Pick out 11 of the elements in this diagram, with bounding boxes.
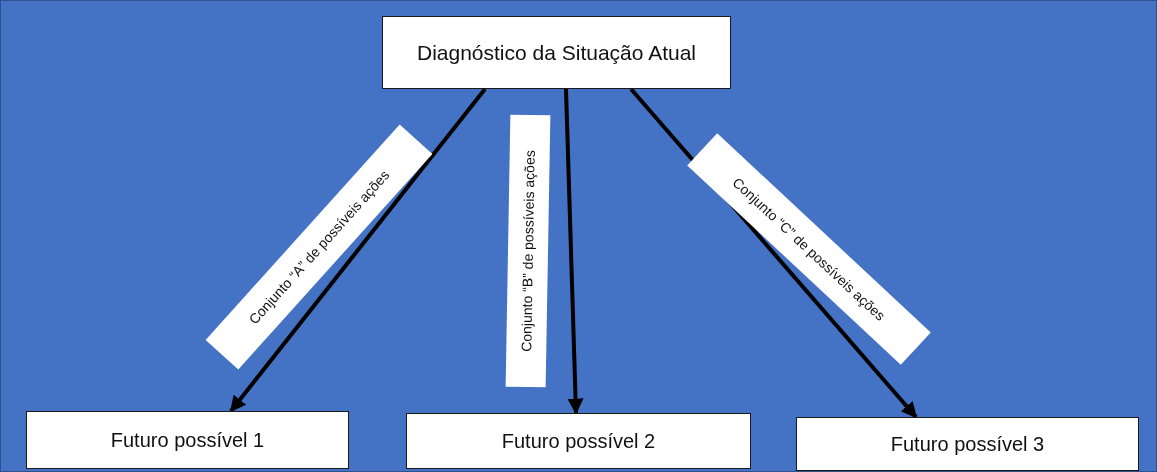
box-label: Futuro possível 2 [501,429,656,453]
box-label: Futuro possível 1 [110,428,265,452]
box-label: Futuro possível 3 [890,432,1045,456]
edge-label: Conjunto “B” de possíveis ações [505,114,551,388]
arrow [229,87,487,413]
process-box [406,413,751,469]
process-box [26,411,349,469]
process-box [382,16,731,89]
process-box [796,417,1139,471]
box-label: Diagnóstico da Situação Atual [417,40,696,65]
arrow [564,88,584,415]
